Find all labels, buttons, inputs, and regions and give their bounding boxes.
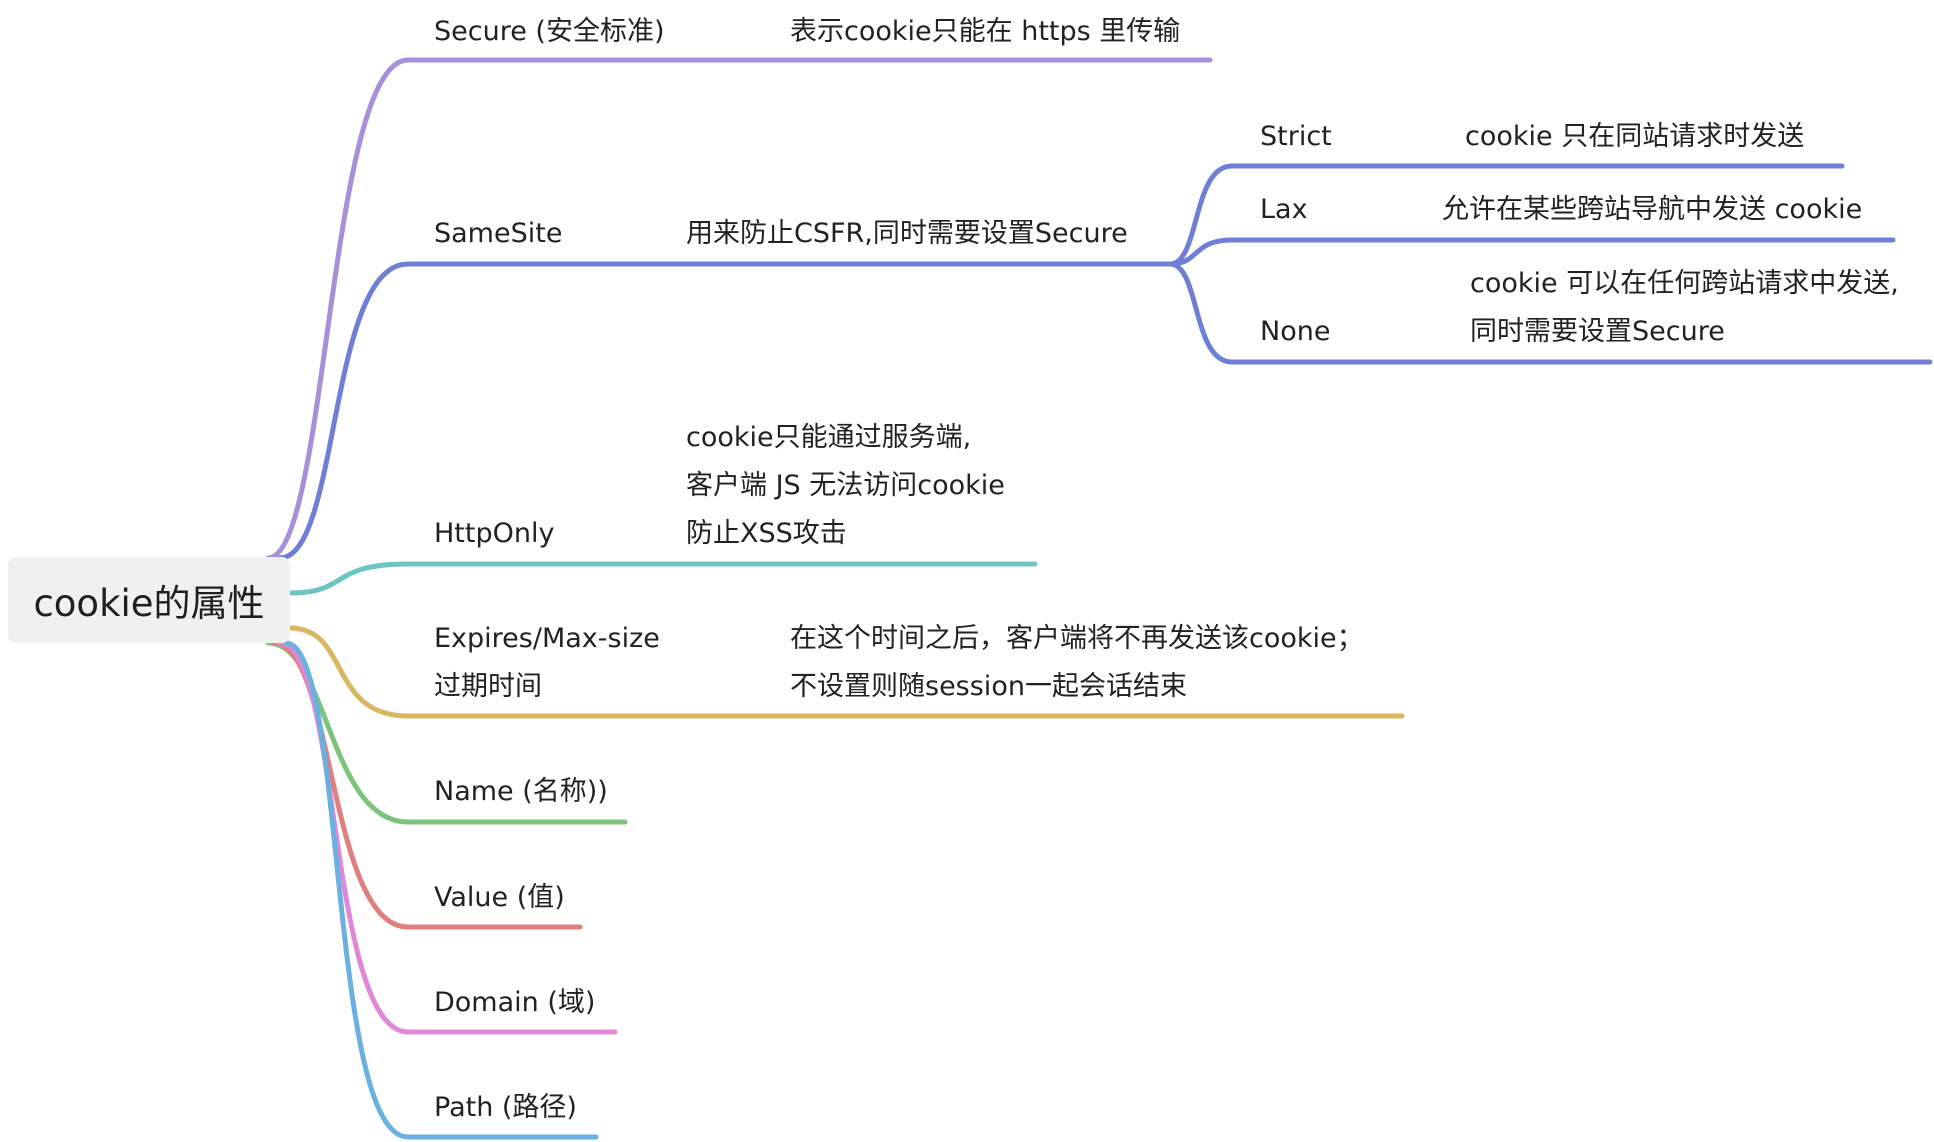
node-path-label: Path (路径) — [434, 1092, 577, 1123]
connector-path — [283, 640, 599, 1140]
node-expires-label-line-1: Expires/Max-size — [434, 623, 660, 654]
node-httponly-desc-line-3: 防止XSS攻击 — [686, 518, 847, 549]
node-expires-desc: 在这个时间之后，客户端将不再发送该cookie； 不设置则随session一起会… — [790, 615, 1364, 711]
node-path[interactable]: Path (路径) — [434, 1084, 577, 1132]
node-domain[interactable]: Domain (域) — [434, 979, 595, 1027]
node-strict-desc-line: cookie 只在同站请求时发送 — [1465, 121, 1805, 152]
node-secure[interactable]: Secure (安全标准) — [434, 8, 664, 56]
node-none-desc-line-1: cookie 可以在任何跨站请求中发送, — [1470, 268, 1899, 299]
connector-httponly — [287, 561, 1038, 596]
node-httponly[interactable]: HttpOnly — [434, 510, 554, 558]
node-httponly-desc: cookie只能通过服务端, 客户端 JS 无法访问cookie 防止XSS攻击 — [686, 414, 1005, 558]
node-samesite-desc: 用来防止CSFR,同时需要设置Secure — [686, 210, 1128, 258]
node-secure-label: Secure (安全标准) — [434, 16, 665, 47]
node-strict-label: Strict — [1260, 121, 1332, 152]
connector-secure — [265, 57, 1213, 561]
node-samesite[interactable]: SameSite — [434, 210, 562, 258]
node-samesite-label: SameSite — [434, 218, 563, 249]
root-node-label: cookie的属性 — [33, 582, 265, 625]
node-none[interactable]: None — [1260, 308, 1330, 356]
node-strict[interactable]: Strict — [1260, 113, 1332, 161]
node-lax-desc-line: 允许在某些跨站导航中发送 cookie — [1442, 194, 1863, 225]
node-secure-desc: 表示cookie只能在 https 里传输 — [790, 8, 1180, 56]
node-expires[interactable]: Expires/Max-size 过期时间 — [434, 615, 660, 711]
node-httponly-label: HttpOnly — [434, 518, 555, 549]
node-none-label: None — [1260, 316, 1331, 347]
node-none-desc: cookie 可以在任何跨站请求中发送, 同时需要设置Secure — [1470, 260, 1899, 356]
root-node[interactable]: cookie的属性 — [8, 557, 290, 643]
node-expires-desc-line-1: 在这个时间之后，客户端将不再发送该cookie； — [790, 623, 1364, 654]
node-lax-label: Lax — [1260, 194, 1308, 225]
node-value[interactable]: Value (值) — [434, 874, 565, 922]
connector-expires — [287, 625, 1405, 719]
node-name[interactable]: Name (名称)) — [434, 768, 608, 816]
node-name-label: Name (名称)) — [434, 776, 608, 807]
connector-domain — [277, 640, 618, 1035]
node-none-desc-line-2: 同时需要设置Secure — [1470, 316, 1725, 347]
connector-lax — [1167, 237, 1896, 267]
connector-strict — [1167, 163, 1845, 267]
node-domain-label: Domain (域) — [434, 987, 596, 1018]
node-samesite-desc-line: 用来防止CSFR,同时需要设置Secure — [686, 218, 1128, 249]
node-expires-label-line-2: 过期时间 — [434, 671, 542, 702]
connector-samesite — [277, 261, 1173, 561]
node-secure-desc-line: 表示cookie只能在 https 里传输 — [790, 16, 1181, 47]
connector-none — [1167, 261, 1933, 365]
node-lax[interactable]: Lax — [1260, 186, 1308, 234]
node-lax-desc: 允许在某些跨站导航中发送 cookie — [1442, 186, 1862, 234]
node-httponly-desc-line-1: cookie只能通过服务端, — [686, 422, 972, 453]
node-httponly-desc-line-2: 客户端 JS 无法访问cookie — [686, 470, 1005, 501]
node-value-label: Value (值) — [434, 882, 565, 913]
node-strict-desc: cookie 只在同站请求时发送 — [1465, 113, 1804, 161]
node-expires-desc-line-2: 不设置则随session一起会话结束 — [790, 671, 1187, 702]
